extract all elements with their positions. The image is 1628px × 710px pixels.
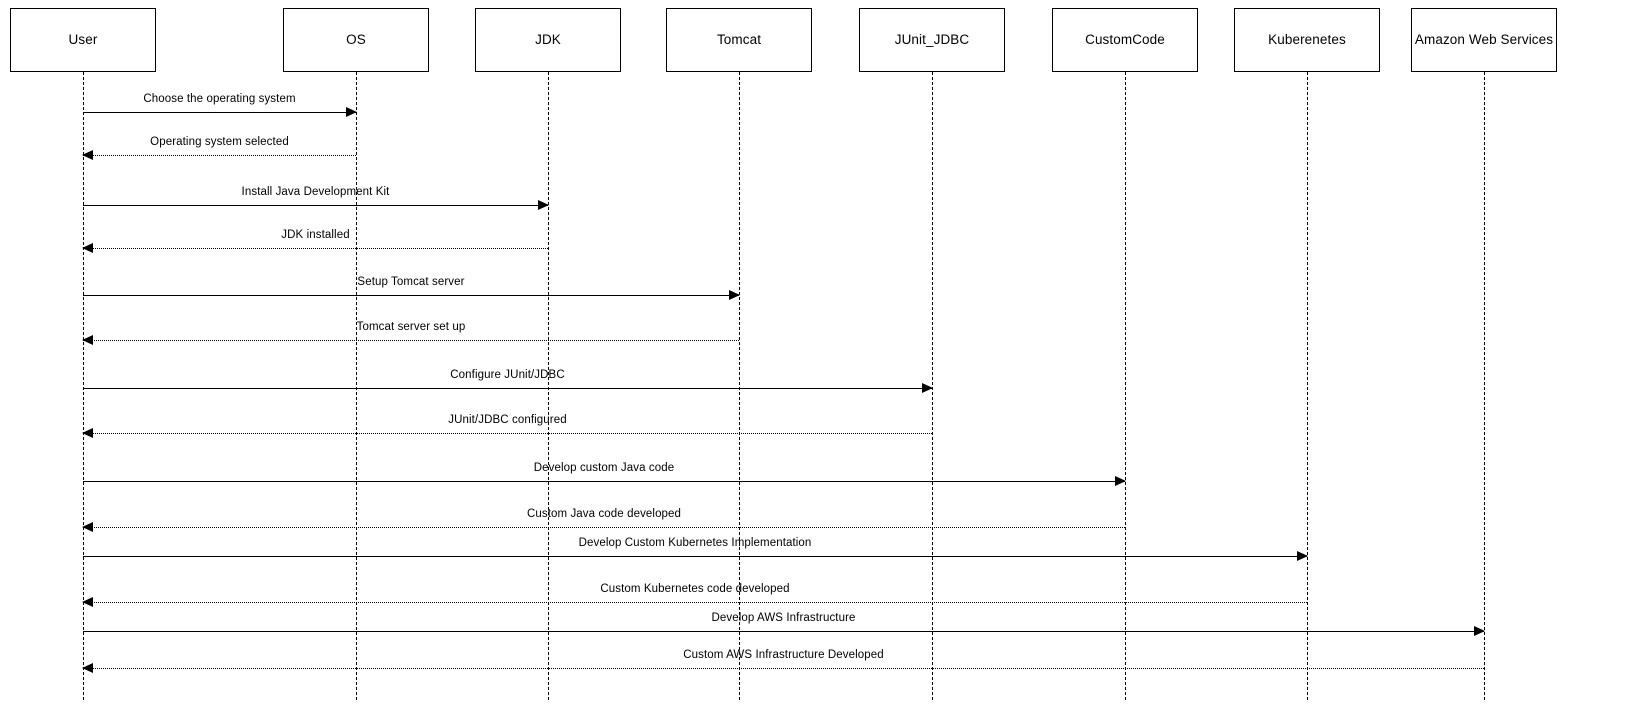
message-line xyxy=(83,248,548,249)
message-label: Custom Kubernetes code developed xyxy=(600,583,790,596)
message-label: Setup Tomcat server xyxy=(357,276,465,289)
message-line xyxy=(83,602,1307,603)
message-line xyxy=(83,481,1125,482)
message-label: Choose the operating system xyxy=(143,93,296,106)
message-label: Custom Java code developed xyxy=(526,508,682,521)
participant-tomcat[interactable]: Tomcat xyxy=(666,8,812,72)
message-label: Custom AWS Infrastructure Developed xyxy=(683,649,884,662)
arrowhead-icon xyxy=(82,662,93,673)
arrowhead-icon xyxy=(1474,625,1485,636)
arrowhead-icon xyxy=(922,382,933,393)
arrowhead-icon xyxy=(82,427,93,438)
arrowhead-icon xyxy=(729,289,740,300)
participant-label: JUnit_JDBC xyxy=(894,32,970,48)
participant-os[interactable]: OS xyxy=(283,8,429,72)
arrowhead-icon xyxy=(82,521,93,532)
arrowhead-icon xyxy=(346,106,357,117)
lifeline-kuberenetes xyxy=(1307,72,1308,700)
lifeline-customcode xyxy=(1125,72,1126,700)
message-label: Install Java Development Kit xyxy=(241,186,390,199)
participant-label: Amazon Web Services xyxy=(1414,32,1554,48)
participant-amazon-web-services[interactable]: Amazon Web Services xyxy=(1411,8,1557,72)
message-line xyxy=(83,556,1307,557)
participant-kuberenetes[interactable]: Kuberenetes xyxy=(1234,8,1380,72)
arrowhead-icon xyxy=(538,199,549,210)
lifeline-os xyxy=(356,72,357,700)
arrowhead-icon xyxy=(1297,550,1308,561)
participant-label: JDK xyxy=(535,32,561,48)
message-label: Tomcat server set up xyxy=(356,321,466,334)
message-line xyxy=(83,668,1484,669)
lifeline-tomcat xyxy=(739,72,740,700)
participant-customcode[interactable]: CustomCode xyxy=(1052,8,1198,72)
lifeline-amazon-web-services xyxy=(1484,72,1485,700)
message-label: Develop Custom Kubernetes Implementation xyxy=(578,537,812,550)
participant-jdk[interactable]: JDK xyxy=(475,8,621,72)
message-label: Develop custom Java code xyxy=(533,462,675,475)
message-line xyxy=(83,205,548,206)
message-line xyxy=(83,155,356,156)
participant-label: OS xyxy=(346,32,366,48)
participant-user[interactable]: User xyxy=(10,8,156,72)
message-line xyxy=(83,112,356,113)
message-label: JDK installed xyxy=(281,229,350,242)
participant-label: Kuberenetes xyxy=(1268,32,1346,48)
arrowhead-icon xyxy=(82,149,93,160)
lifeline-jdk xyxy=(548,72,549,700)
participant-label: CustomCode xyxy=(1085,32,1165,48)
participant-label: User xyxy=(68,32,98,48)
arrowhead-icon xyxy=(82,596,93,607)
lifeline-user xyxy=(83,72,84,700)
message-line xyxy=(83,433,932,434)
message-label: Develop AWS Infrastructure xyxy=(711,612,856,625)
participant-junit-jdbc[interactable]: JUnit_JDBC xyxy=(859,8,1005,72)
arrowhead-icon xyxy=(1115,475,1126,486)
arrowhead-icon xyxy=(82,242,93,253)
message-line xyxy=(83,388,932,389)
message-label: Configure JUnit/JDBC xyxy=(450,369,565,382)
message-line xyxy=(83,631,1484,632)
message-line xyxy=(83,340,739,341)
participant-label: Tomcat xyxy=(716,32,762,48)
message-line xyxy=(83,295,739,296)
arrowhead-icon xyxy=(82,334,93,345)
message-line xyxy=(83,527,1125,528)
message-label: JUnit/JDBC configured xyxy=(448,414,567,427)
message-label: Operating system selected xyxy=(150,136,289,149)
